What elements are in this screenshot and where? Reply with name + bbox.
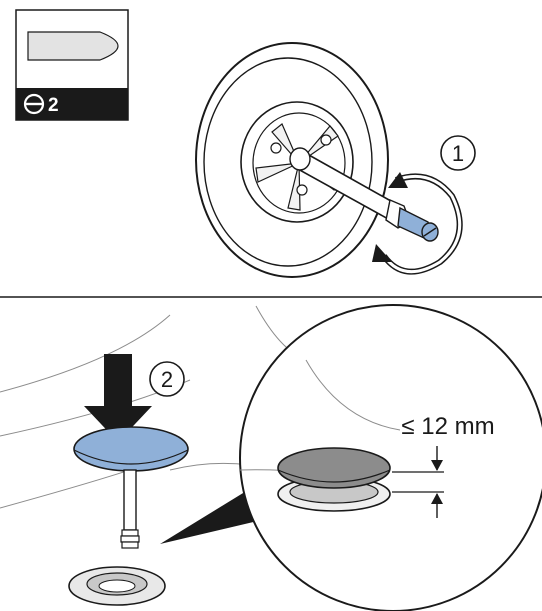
zoom-pointer [160,490,262,544]
step-1-number: 1 [452,141,464,166]
tool-size-label: 2 [48,95,59,116]
gap-label: ≤ 12 mm [401,413,494,440]
step-1-badge: 1 [440,135,476,171]
slotted-screwdriver-tip-icon [27,31,119,61]
cap-pin [123,469,137,531]
down-arrow [84,354,152,442]
minus-circle-icon [23,93,45,115]
inserted-cap [277,447,391,489]
gap-measurement [392,446,444,518]
tool-badge: 2 [15,9,129,121]
cap-with-pin [73,426,189,549]
step-2-badge: 2 [149,361,185,397]
wheel-illustration [195,42,463,278]
socket [68,566,166,606]
detail-magnifier [239,304,542,611]
step-2-number: 2 [161,367,173,392]
